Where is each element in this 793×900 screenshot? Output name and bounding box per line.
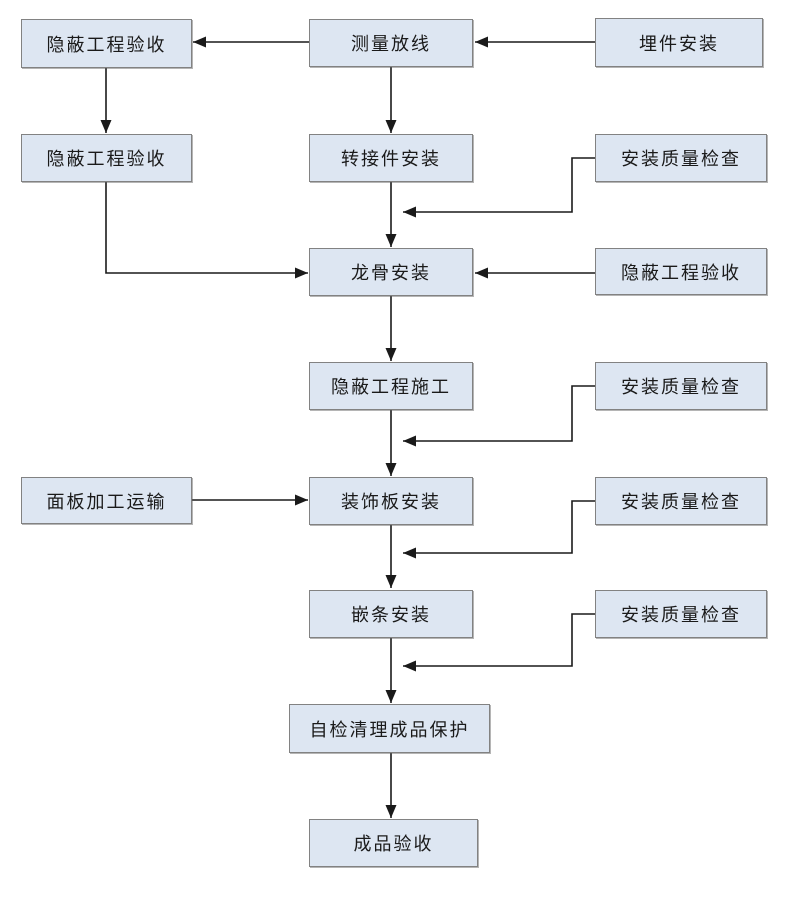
node-label: 面板加工运输 <box>46 491 167 513</box>
node-installation-quality-check-3: 安装质量检查 <box>595 477 767 525</box>
node-installation-quality-check-4: 安装质量检查 <box>595 590 767 638</box>
node-panel-processing-transport: 面板加工运输 <box>21 477 192 524</box>
node-decorative-panel-installation: 装饰板安装 <box>309 477 473 525</box>
node-label: 安装质量检查 <box>621 149 741 170</box>
node-installation-quality-check-1: 安装质量检查 <box>595 134 767 182</box>
node-embedded-parts-installation: 埋件安装 <box>595 18 763 67</box>
node-label: 隐蔽工程验收 <box>46 149 167 170</box>
node-label: 转接件安装 <box>341 149 441 170</box>
node-label: 嵌条安装 <box>351 605 431 626</box>
node-label: 安装质量检查 <box>621 377 741 398</box>
node-hidden-work-acceptance-right: 隐蔽工程验收 <box>595 248 767 295</box>
node-label: 成品验收 <box>353 834 434 855</box>
node-trim-strip-installation: 嵌条安装 <box>309 590 473 638</box>
node-self-check-cleanup-protection: 自检清理成品保护 <box>289 704 490 753</box>
node-label: 隐蔽工程施工 <box>331 377 451 398</box>
node-label: 自检清理成品保护 <box>309 719 470 741</box>
node-keel-installation: 龙骨安装 <box>309 248 473 296</box>
node-label: 隐蔽工程验收 <box>46 34 167 56</box>
node-measure-setout: 测量放线 <box>309 19 473 67</box>
node-hidden-work-acceptance-top: 隐蔽工程验收 <box>21 19 192 68</box>
node-adapter-installation: 转接件安装 <box>309 134 473 182</box>
node-label: 安装质量检查 <box>621 605 741 626</box>
node-hidden-work-acceptance-left: 隐蔽工程验收 <box>21 134 192 182</box>
node-finished-product-acceptance: 成品验收 <box>309 819 478 867</box>
node-hidden-work-construction: 隐蔽工程施工 <box>309 362 473 410</box>
node-label: 隐蔽工程验收 <box>621 262 741 284</box>
node-label: 测量放线 <box>351 34 431 55</box>
node-installation-quality-check-2: 安装质量检查 <box>595 362 767 410</box>
node-label: 安装质量检查 <box>621 492 741 513</box>
node-label: 埋件安装 <box>639 33 719 55</box>
node-label: 龙骨安装 <box>351 263 431 284</box>
edge-hidden-left-to-keel <box>105 182 308 279</box>
node-label: 装饰板安装 <box>341 492 441 513</box>
